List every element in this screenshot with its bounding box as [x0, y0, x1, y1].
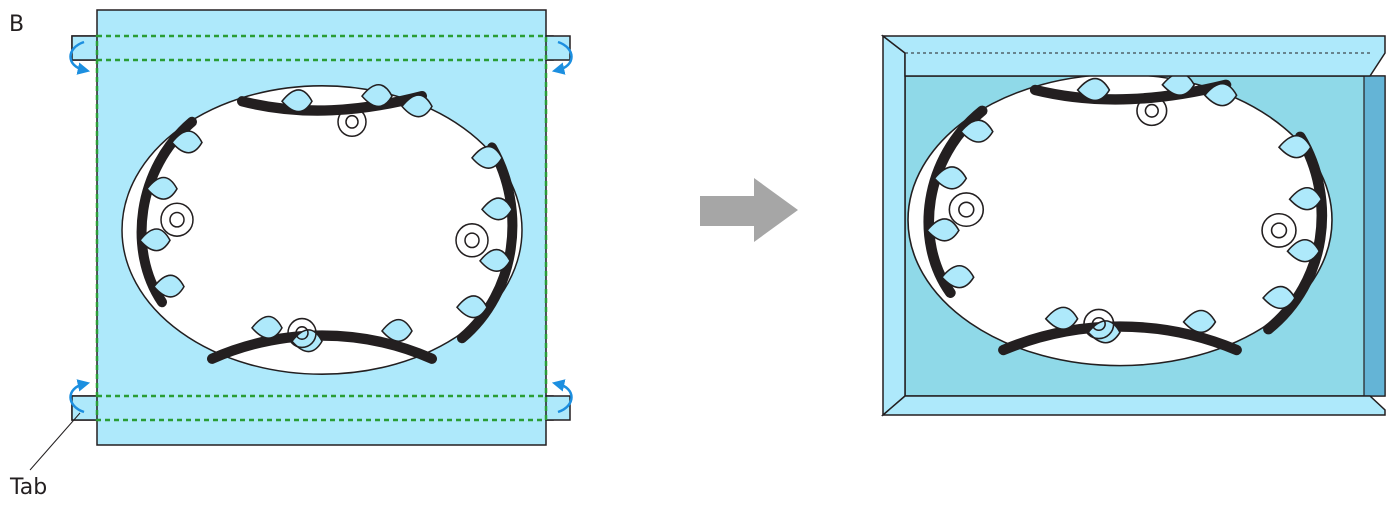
box-right-wall	[1363, 75, 1386, 397]
box-oval-frame	[908, 73, 1332, 365]
right-arrow-icon	[700, 178, 798, 242]
tab-bottom-right	[545, 395, 571, 421]
curved-fold-arrow-icon	[551, 40, 573, 75]
curved-fold-arrow-icon	[551, 379, 573, 414]
curved-fold-arrow-icon	[69, 379, 91, 414]
box-bottom-strip	[880, 395, 1386, 416]
box-left-side	[882, 34, 906, 417]
fold-lines	[95, 34, 548, 422]
oval-frame-cutout	[122, 85, 522, 374]
box-top-strip	[880, 35, 1386, 77]
assembled-box	[880, 34, 1386, 417]
step-label: B	[9, 12, 25, 37]
curved-fold-arrow-icon	[69, 40, 91, 75]
tab-leader-line	[29, 412, 81, 471]
tab-callout-label: Tab	[10, 475, 48, 500]
flat-pattern	[29, 9, 573, 471]
